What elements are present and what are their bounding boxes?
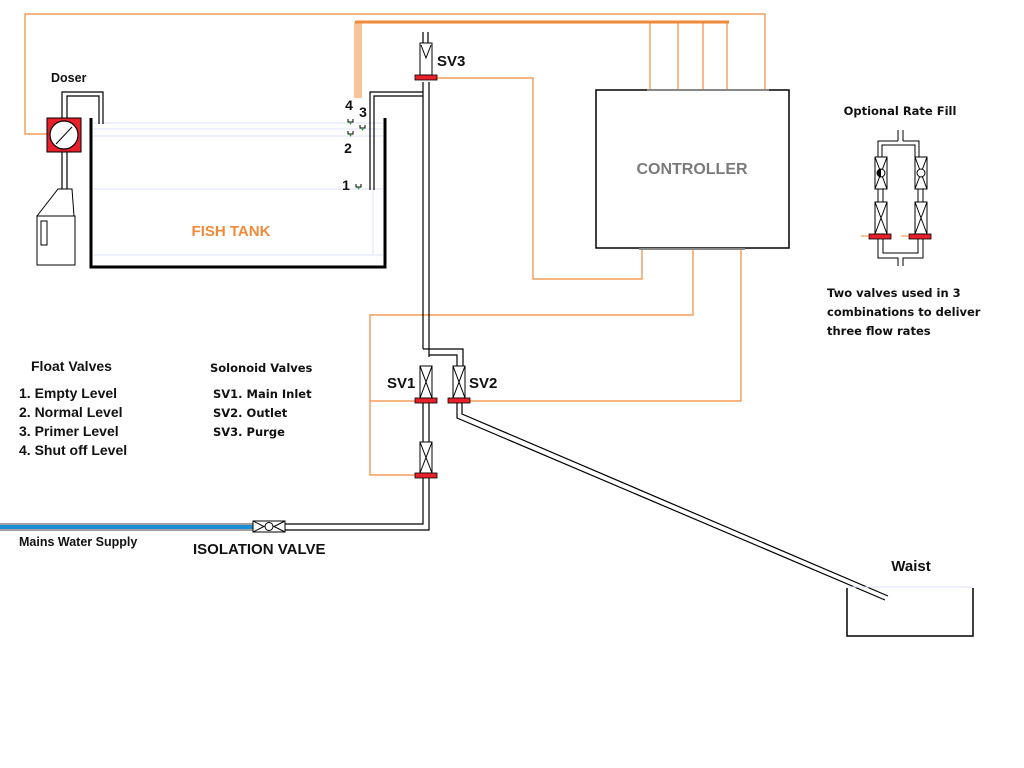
rate-valve-right-lower-icon: [901, 201, 932, 240]
waste-label: Waist: [891, 558, 930, 575]
branch-inner: [429, 354, 458, 366]
float-marker-4: 4: [345, 97, 353, 113]
float-sensor-4-icon: [347, 119, 354, 125]
sv1-valve-icon: [414, 365, 438, 404]
fish-tank-label: FISH TANK: [192, 223, 271, 240]
fish-tank: FISH TANK: [89, 118, 387, 269]
isolation-valve-icon[interactable]: [252, 520, 286, 533]
float-valve-item: 2. Normal Level: [19, 404, 123, 420]
optional-rate-fill: Optional Rate Fill: [827, 104, 981, 338]
wire-sv2: [468, 250, 742, 402]
solenoid-valves-legend: Solonoid Valves SV1. Main Inlet SV2. Out…: [210, 361, 313, 439]
tank-inlet-pipe-inner: [373, 95, 423, 190]
wire-doser-controller: [24, 13, 766, 135]
solenoid-valves-title: Solonoid Valves: [210, 361, 313, 375]
branch-outer: [423, 348, 464, 366]
sv2-valve-icon: [447, 365, 471, 404]
float-valves-title: Float Valves: [31, 358, 112, 374]
wire-sv1: [369, 250, 694, 476]
doser-outlet-outer: [61, 91, 104, 124]
mains-supply: Mains Water Supply ISOLATION VALVE: [0, 520, 326, 558]
valve-block: SV1 SV2: [283, 348, 889, 601]
doser: Doser: [36, 71, 104, 266]
float-valve-item: 4. Shut off Level: [19, 442, 127, 458]
float-marker-3: 3: [359, 104, 367, 120]
controller: CONTROLLER: [595, 89, 790, 250]
rate-valve-right-upper-icon: [914, 156, 928, 190]
float-sensor-3-icon: [359, 125, 366, 131]
float-switches: 4 3 2 1: [342, 97, 367, 193]
supply-pipe-inner: [283, 478, 424, 525]
wire-sv3: [437, 77, 643, 280]
doser-label: Doser: [51, 71, 87, 85]
mains-water-supply-label: Mains Water Supply: [19, 535, 137, 549]
float-sensor-1-icon: [355, 184, 362, 190]
rate-valve-left-upper-icon: [874, 156, 888, 190]
sv1-label: SV1: [387, 375, 415, 392]
rate-valve-left-lower-icon: [861, 201, 892, 240]
waste-tank-walls: [846, 588, 974, 637]
float-marker-2: 2: [344, 140, 352, 156]
solenoid-valve-item: SV1. Main Inlet: [213, 387, 312, 401]
dosing-reservoir-icon: [36, 188, 76, 266]
float-marker-1: 1: [342, 177, 350, 193]
optional-rate-fill-title: Optional Rate Fill: [844, 104, 957, 118]
sv3-actuator: [414, 74, 438, 81]
main-pipe: SV3: [369, 32, 465, 357]
isolation-valve-label: ISOLATION VALVE: [193, 541, 326, 558]
sv2-label: SV2: [469, 375, 497, 392]
float-valves-legend: Float Valves 1. Empty Level 2. Normal Le…: [19, 358, 127, 458]
float-valve-item: 1. Empty Level: [19, 385, 117, 401]
rate-fill-note-line: combinations to deliver: [827, 305, 981, 319]
float-sensor-2-icon: [347, 131, 354, 137]
supply-pipe-outer: [283, 478, 430, 531]
doser-outlet-inner: [66, 95, 100, 124]
rate-fill-note-line: three flow rates: [827, 324, 931, 338]
waste-pipe-a: [456, 403, 886, 601]
waste-tank: Waist: [846, 558, 974, 637]
sv3-valve-icon: [414, 42, 438, 81]
tank-walls: [89, 118, 387, 269]
controller-label: CONTROLLER: [636, 161, 748, 178]
solenoid-valve-item: SV2. Outlet: [213, 406, 288, 420]
signal-wires: [24, 13, 766, 476]
tank-inlet-pipe-outer: [369, 91, 423, 190]
lower-inlet-valve-icon: [414, 441, 438, 479]
float-valve-item: 3. Primer Level: [19, 423, 119, 439]
sv3-label: SV3: [437, 53, 465, 70]
controller-box: [595, 89, 790, 249]
waste-pipe-b: [461, 403, 889, 597]
solenoid-valve-item: SV3. Purge: [213, 425, 285, 439]
doser-pump-icon: [46, 117, 82, 153]
rate-fill-note-line: Two valves used in 3: [827, 286, 961, 300]
